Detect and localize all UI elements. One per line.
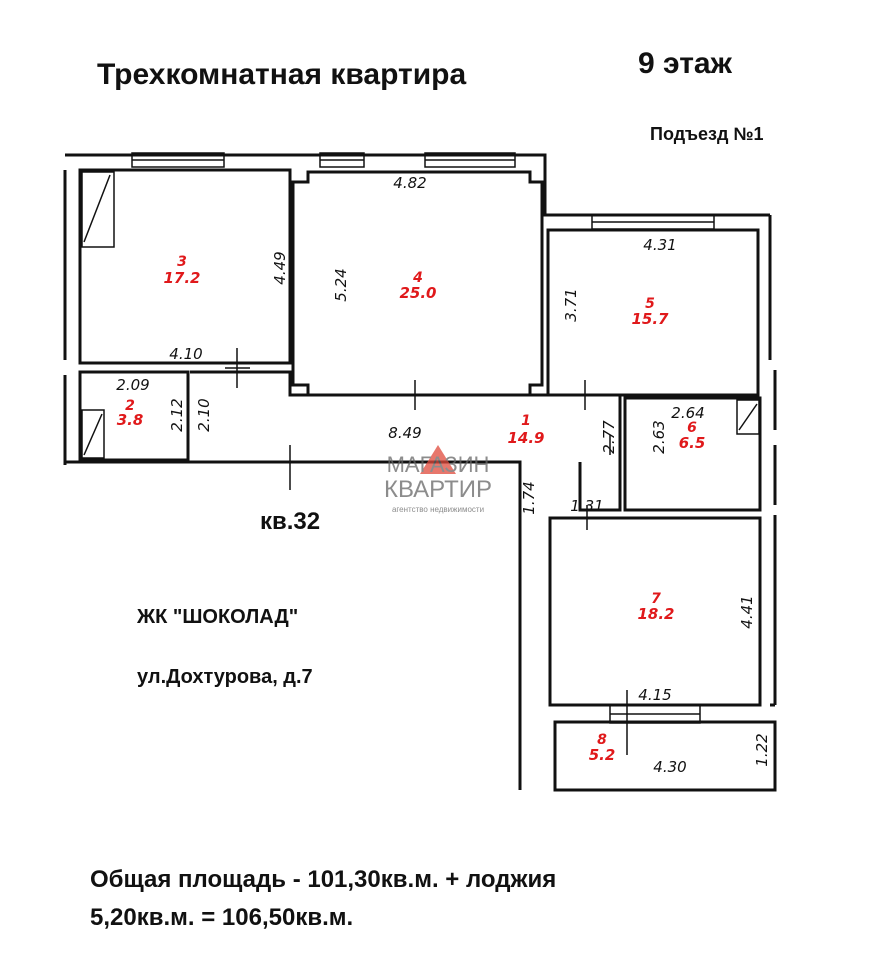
dim: 4.41 [738,595,756,628]
dim: 2.77 [600,420,618,454]
entrance-label: Подъезд №1 [650,124,764,144]
watermark-line2: КВАРТИР [384,476,492,503]
dim: 4.31 [643,236,676,254]
dim: 2.64 [671,404,704,422]
dim: 4.30 [653,758,686,776]
total-area-line2: 5,20кв.м. = 106,50кв.м. [90,904,354,931]
dim: 4.82 [393,174,426,192]
watermark-logo: МАГАЗИН КВАРТИР агентство недвижимости [384,445,492,514]
dim: 1.31 [570,497,603,515]
dim: 1.74 [520,481,538,514]
room-4-number: 4 [412,270,423,286]
room-5-area: 15.7 [631,310,669,328]
room-1-number: 1 [521,413,531,429]
dim: 4.10 [169,345,202,363]
room-8-number: 8 [597,732,607,748]
room-2-number: 2 [125,398,135,414]
room-5-number: 5 [645,296,655,312]
watermark-line1: МАГАЗИН [387,452,490,477]
dimensions: 4.10 4.49 4.82 5.24 4.31 3.71 2.09 2.12 … [116,174,771,776]
room-7-area: 18.2 [637,605,674,623]
room-7-number: 7 [651,591,661,607]
room-3-area: 17.2 [163,269,200,287]
dim: 2.09 [116,376,149,394]
dim: 8.49 [388,424,421,442]
room-labels: 3 17.2 4 25.0 5 15.7 2 3.8 1 14.9 6 6.5 … [117,254,706,764]
total-area-line1: Общая площадь - 101,30кв.м. + лоджия [90,866,557,893]
dim: 1.22 [753,733,771,766]
room-6-number: 6 [687,420,697,436]
room-1-area: 14.9 [507,429,544,447]
dim: 2.63 [650,420,668,453]
dim: 4.15 [638,686,671,704]
complex-name: ЖК "ШОКОЛАД" [137,606,299,628]
logo-triangle-icon [420,445,456,474]
dim: 2.12 [168,398,186,431]
address: ул.Дохтурова, д.7 [137,666,313,688]
dim: 4.49 [271,251,289,284]
dim: 2.10 [195,398,213,431]
dim: 3.71 [562,288,580,321]
apartment-number: кв.32 [260,508,321,535]
watermark-line3: агентство недвижимости [392,505,484,514]
dim: 5.24 [332,268,350,301]
floor-label: 9 этаж [638,47,732,80]
room-6-area: 6.5 [679,434,706,452]
room-3-number: 3 [177,254,187,270]
plan-title: Трехкомнатная квартира [97,58,467,91]
room-2-area: 3.8 [117,411,144,429]
walls [63,152,777,792]
room-8-area: 5.2 [589,746,616,764]
room-4-area: 25.0 [399,284,436,302]
